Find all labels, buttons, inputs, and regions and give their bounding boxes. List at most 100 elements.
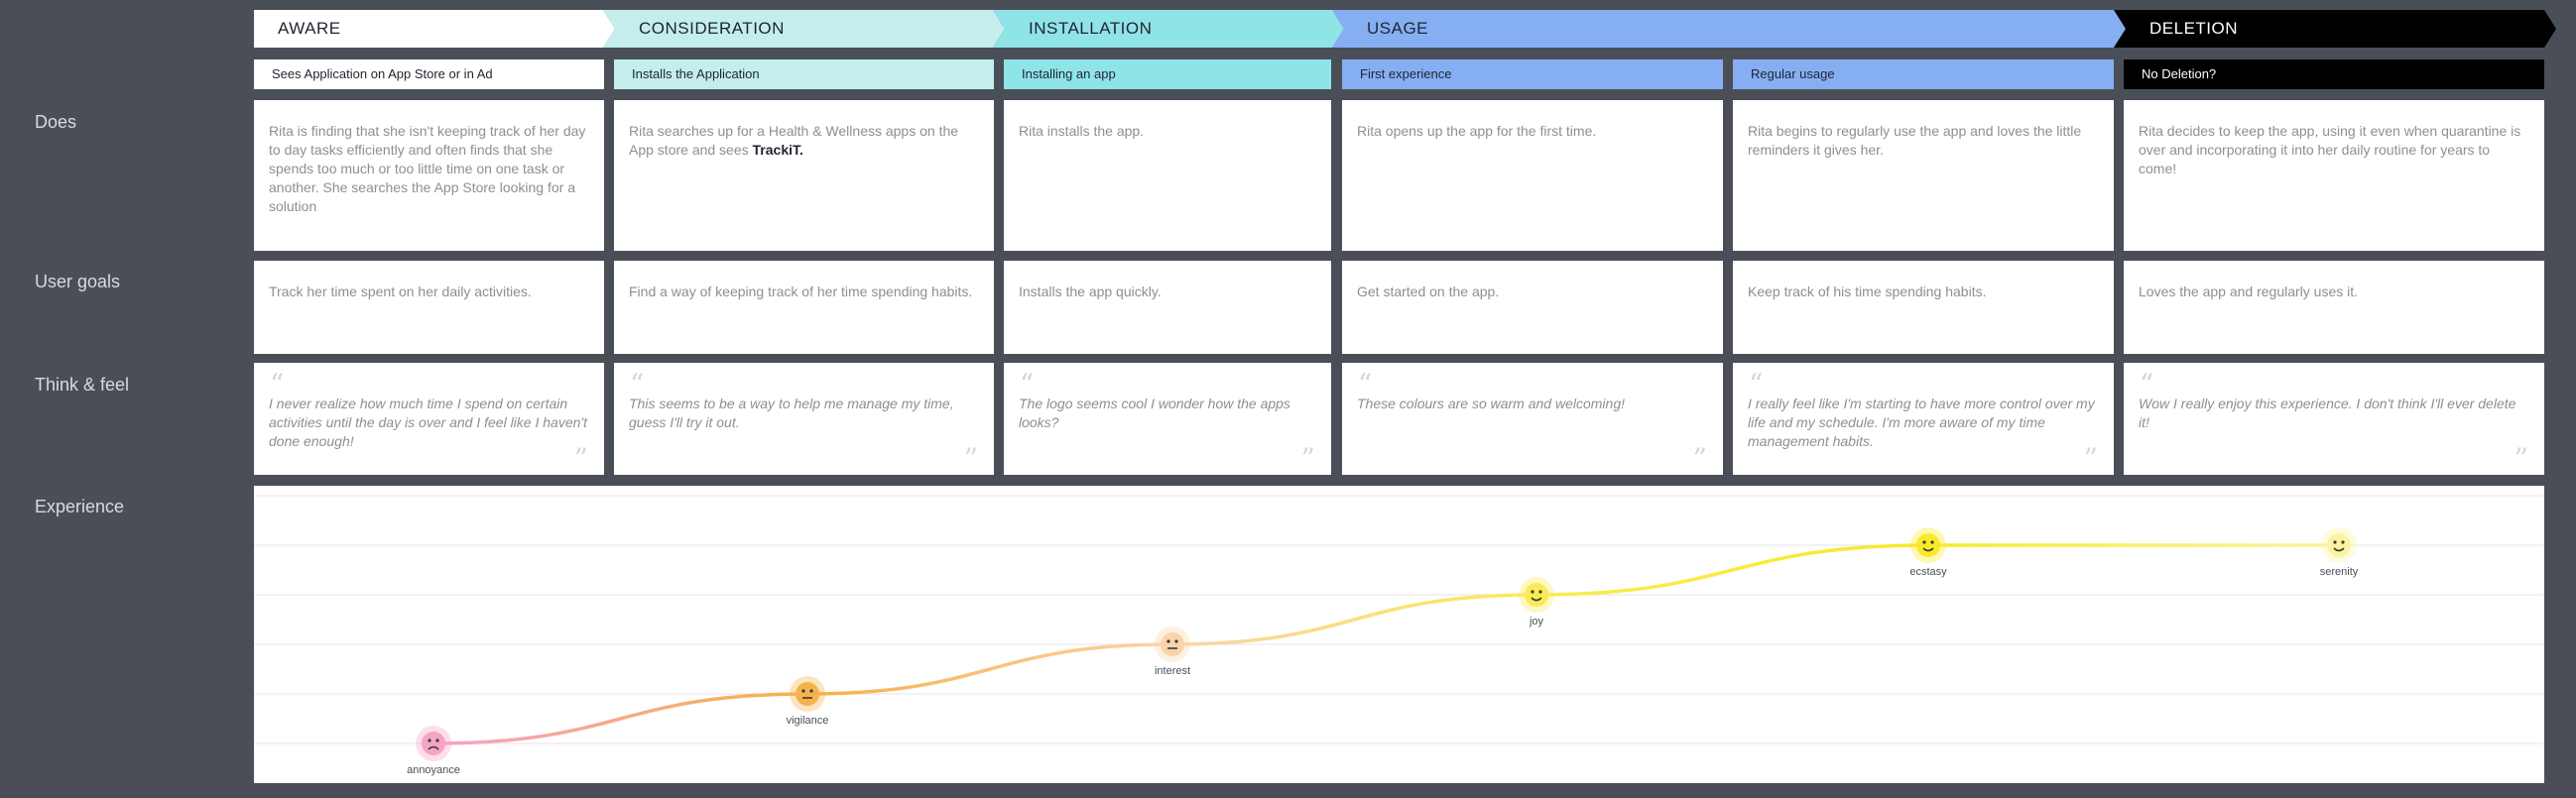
stage-label-regular-use[interactable]: Regular usage xyxy=(1733,59,2114,89)
goal-text: Installs the app quickly. xyxy=(1019,284,1162,299)
goal-text: Find a way of keeping track of her time … xyxy=(629,284,973,299)
emotion-eye xyxy=(435,739,439,742)
goal-card: Get started on the app. xyxy=(1342,261,1723,354)
emotion-face xyxy=(2327,533,2351,557)
emotion-face xyxy=(1916,533,1940,557)
phase-installation-label: INSTALLATION xyxy=(1029,19,1153,38)
quote-text: This seems to be a way to help me manage… xyxy=(629,396,954,430)
emotion-mouth xyxy=(428,745,439,750)
stage-label-first-use[interactable]: First experience xyxy=(1342,59,1723,89)
quote-text: I really feel like I'm starting to have … xyxy=(1748,396,2095,449)
emotion-eye xyxy=(2333,540,2337,544)
emotion-label: interest xyxy=(1155,665,1190,677)
quote-card: “ Wow I really enjoy this experience. I … xyxy=(2124,363,2544,475)
emotion-mouth xyxy=(2333,547,2345,552)
goal-card: Installs the app quickly. xyxy=(1004,261,1331,354)
does-text: Rita is finding that she isn't keeping t… xyxy=(269,123,586,214)
quote-card: “ The logo seems cool I wonder how the a… xyxy=(1004,363,1331,475)
does-text: Rita begins to regularly use the app and… xyxy=(1748,123,2082,158)
goal-card: Keep track of his time spending habits. xyxy=(1733,261,2114,354)
experience-curve: annoyance vigilance interest joy ecstasy sere… xyxy=(254,495,2544,776)
emotion-face xyxy=(796,682,819,706)
row-label-user-goals: User goals xyxy=(35,272,121,291)
goal-card: Loves the app and regularly uses it. xyxy=(2124,261,2544,354)
quote-text: Wow I really enjoy this experience. I do… xyxy=(2139,396,2516,430)
emotion-eye xyxy=(1538,590,1542,594)
emotion-eye xyxy=(1166,639,1170,643)
quote-card: “ These colours are so warm and welcomin… xyxy=(1342,363,1723,475)
emotion-label: ecstasy xyxy=(1909,566,1947,578)
content-face-icon[interactable]: serenity xyxy=(2320,527,2359,578)
goal-text: Loves the app and regularly uses it. xyxy=(2139,284,2359,299)
stage-label-aware[interactable]: Sees Application on App Store or in Ad xyxy=(254,59,604,89)
close-quote-icon: ” xyxy=(1300,442,1315,475)
close-quote-icon: ” xyxy=(1692,442,1707,475)
worried-face-icon[interactable]: vigilance xyxy=(787,676,829,727)
stage-label-consideration[interactable]: Installs the Application xyxy=(614,59,994,89)
emotion-label: annoyance xyxy=(407,764,460,776)
close-quote-icon: ” xyxy=(2514,442,2528,475)
close-quote-icon: ” xyxy=(2083,442,2098,475)
does-text: Rita opens up the app for the first time… xyxy=(1357,123,1597,139)
phase-installation-chevron[interactable] xyxy=(993,10,1344,48)
does-card: Rita opens up the app for the first time… xyxy=(1342,100,1723,251)
emotion-label: joy xyxy=(1529,616,1544,627)
emotion-mouth xyxy=(1531,597,1542,602)
phase-aware-chevron[interactable] xyxy=(254,10,615,48)
phase-deletion-chevron[interactable] xyxy=(2114,10,2556,48)
does-card: Rita searches up for a Health & Wellness… xyxy=(614,100,994,251)
emotion-face xyxy=(422,732,445,755)
row-label-does: Does xyxy=(35,112,77,132)
does-text: Rita installs the app. xyxy=(1019,123,1145,139)
emotion-label: vigilance xyxy=(787,715,829,727)
emotion-face xyxy=(1161,632,1184,656)
emotion-label: serenity xyxy=(2320,566,2359,578)
goal-card: Find a way of keeping track of her time … xyxy=(614,261,994,354)
emotion-eye xyxy=(1531,590,1534,594)
stage-label-installation[interactable]: Installing an app xyxy=(1004,59,1331,89)
does-card: Rita begins to regularly use the app and… xyxy=(1733,100,2114,251)
close-quote-icon: ” xyxy=(573,442,588,475)
emotion-eye xyxy=(809,689,813,693)
neutral-face-icon[interactable]: interest xyxy=(1155,627,1190,677)
emotion-eye xyxy=(428,739,431,742)
sad-face-icon[interactable]: annoyance xyxy=(407,726,460,776)
phase-usage-chevron[interactable] xyxy=(1332,10,2126,48)
open-quote-icon: “ xyxy=(630,368,645,400)
goal-text: Keep track of his time spending habits. xyxy=(1748,284,1987,299)
emotion-eye xyxy=(2341,540,2345,544)
does-card: Rita is finding that she isn't keeping t… xyxy=(254,100,604,251)
phase-chevron-bar xyxy=(254,10,2556,48)
does-card: Rita decides to keep the app, using it e… xyxy=(2124,100,2544,251)
does-text: Rita decides to keep the app, using it e… xyxy=(2139,123,2521,176)
close-quote-icon: ” xyxy=(963,442,978,475)
smile-face-icon[interactable]: joy xyxy=(1519,577,1554,627)
phase-consideration-label: CONSIDERATION xyxy=(639,19,785,38)
quote-card: “ This seems to be a way to help me mana… xyxy=(614,363,994,475)
goal-text: Get started on the app. xyxy=(1357,284,1500,299)
experience-line xyxy=(432,543,2339,745)
grin-face-icon[interactable]: ecstasy xyxy=(1909,527,1947,578)
does-text: Rita searches up for a Health & Wellness… xyxy=(629,123,959,158)
phase-deletion-label: DELETION xyxy=(2149,19,2239,38)
quote-card: “ I never realize how much time I spend … xyxy=(254,363,604,475)
emotion-mouth xyxy=(1922,547,1934,552)
quote-text: These colours are so warm and welcoming! xyxy=(1357,396,1626,411)
phase-aware-label: AWARE xyxy=(278,19,341,38)
emotion-face xyxy=(1525,583,1548,607)
open-quote-icon: “ xyxy=(270,368,285,400)
experience-panel xyxy=(254,486,2544,783)
quote-text: I never realize how much time I spend on… xyxy=(269,396,587,449)
open-quote-icon: “ xyxy=(1020,368,1035,400)
stage-label-deletion[interactable]: No Deletion? xyxy=(2124,59,2544,89)
open-quote-icon: “ xyxy=(1749,368,1764,400)
emotion-eye xyxy=(1930,540,1934,544)
goal-text: Track her time spent on her daily activi… xyxy=(269,284,532,299)
emotion-eye xyxy=(1174,639,1178,643)
phase-consideration-chevron[interactable] xyxy=(603,10,1005,48)
quote-card: “ I really feel like I'm starting to hav… xyxy=(1733,363,2114,475)
open-quote-icon: “ xyxy=(2140,368,2154,400)
does-card: Rita installs the app. xyxy=(1004,100,1331,251)
app-name: TrackiT. xyxy=(752,142,803,158)
open-quote-icon: “ xyxy=(1358,368,1373,400)
